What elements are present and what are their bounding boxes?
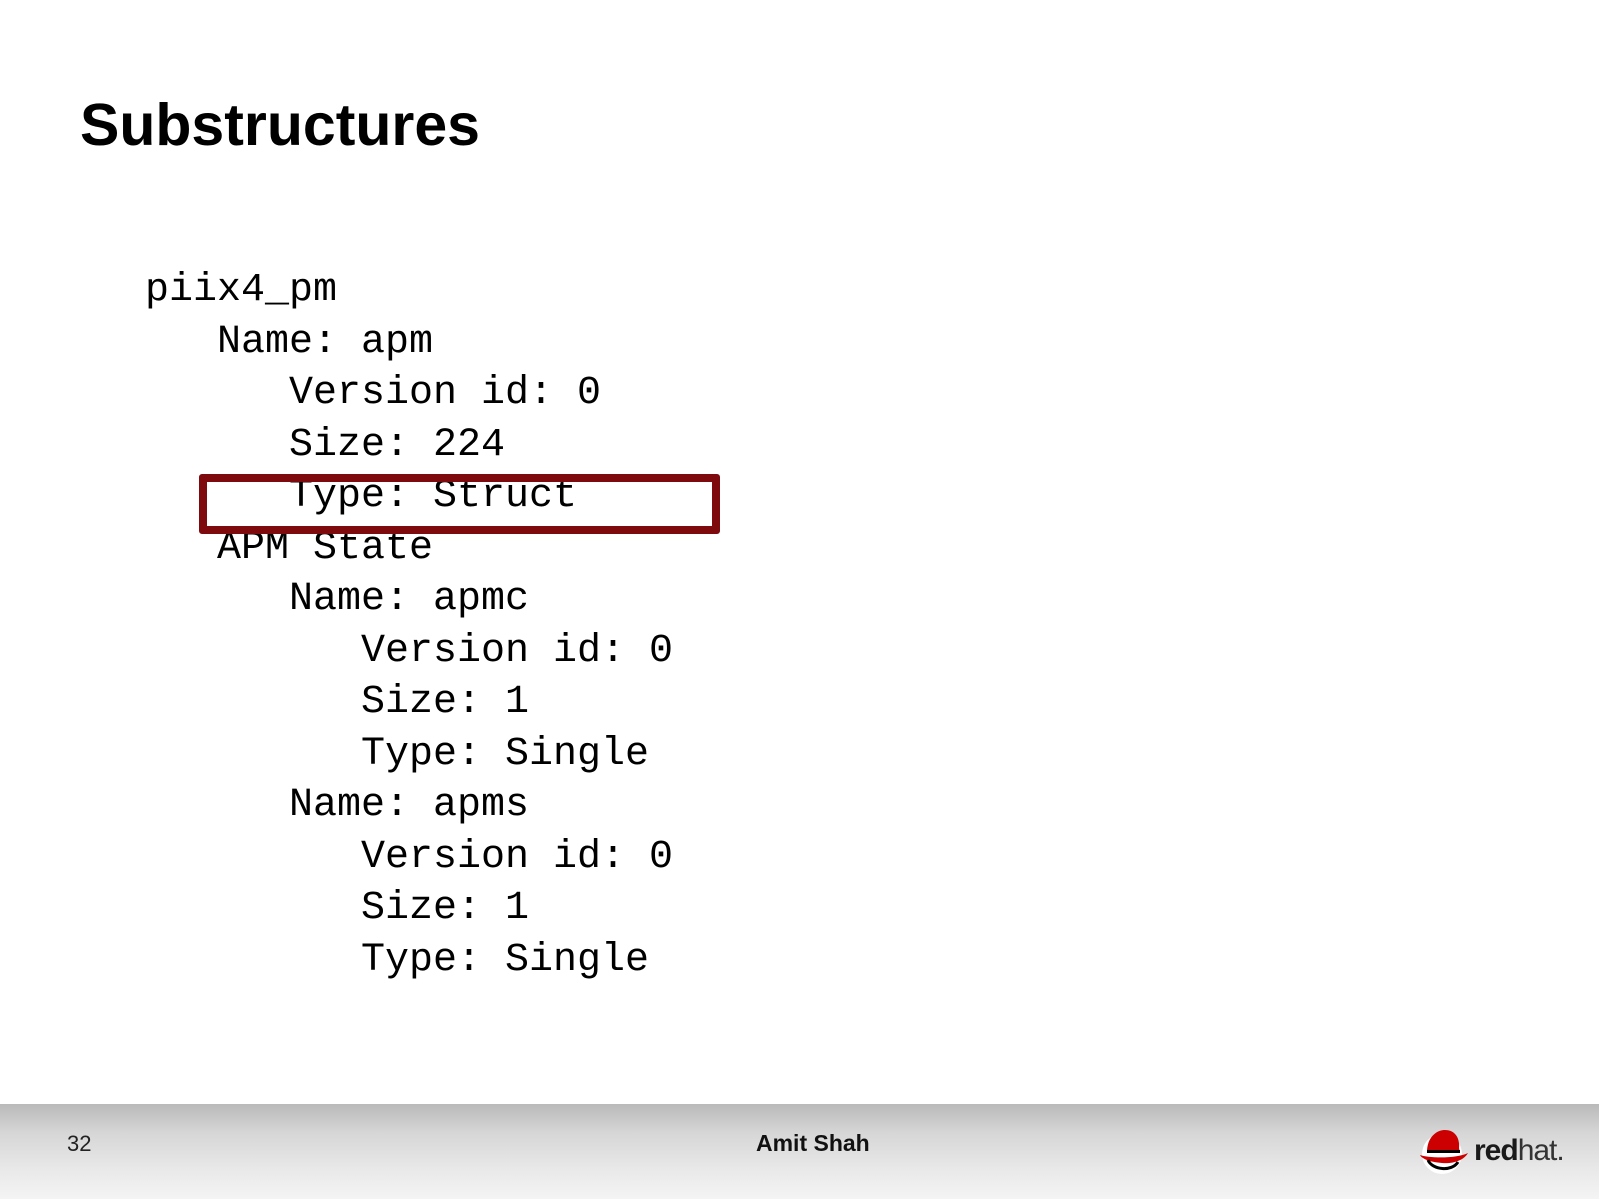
footer-bar (0, 1104, 1599, 1199)
code-line: Size: 224 (289, 422, 506, 468)
code-block: piix4_pm Name: apm Version id: 0 Size: 2… (145, 265, 673, 986)
code-line: Version id: 0 (361, 628, 674, 674)
code-line: Type: Single (361, 937, 650, 983)
red-hat-logo-icon (1420, 1130, 1468, 1174)
highlight-box (199, 474, 720, 534)
code-line: Type: Single (361, 731, 650, 777)
red-hat-logo: redhat. (1418, 1126, 1565, 1176)
code-line: Size: 1 (361, 886, 530, 931)
slide-title: Substructures (80, 92, 480, 158)
logo-text: redhat. (1474, 1134, 1565, 1168)
code-line: Name: apm (217, 319, 434, 365)
code-line: Name: apmc (289, 577, 530, 622)
author-name: Amit Shah (756, 1130, 870, 1156)
code-line: piix4_pm (145, 268, 338, 313)
code-line: Size: 1 (361, 680, 530, 725)
logo-text-hat: hat. (1517, 1134, 1565, 1167)
code-line: Name: apms (289, 783, 530, 828)
code-line: Version id: 0 (361, 834, 674, 880)
page-number: 32 (67, 1131, 92, 1156)
code-line: Version id: 0 (289, 371, 602, 416)
logo-text-red: red (1474, 1134, 1519, 1167)
